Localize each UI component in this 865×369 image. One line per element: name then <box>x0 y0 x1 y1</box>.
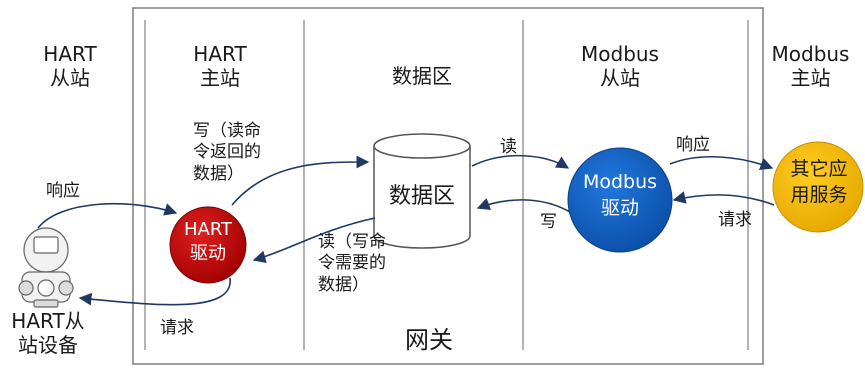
hart-driver-label-l2: 驱动 <box>190 243 226 265</box>
write-read-data-l1: 写（读命 <box>193 121 261 141</box>
modbus-driver-label-l2: 驱动 <box>600 196 639 219</box>
gateway-label: 网关 <box>405 326 453 354</box>
other-services-label: 其它应 用服务 <box>774 157 864 208</box>
header-modbus-master-l2: 主站 <box>790 66 831 90</box>
header-hart-slave-l1: HART <box>43 42 97 66</box>
modbus-read-label: 读 <box>500 137 517 157</box>
data-store-cylinder <box>373 133 471 249</box>
read-write-data-label: 读（写命 令需要的 数据） <box>318 232 386 296</box>
header-modbus-slave-l2: 从站 <box>600 66 640 90</box>
hart-write-arrow <box>231 155 370 206</box>
write-read-data-l2: 令返回的 <box>193 142 261 163</box>
modbus-respond-label: 响应 <box>676 135 710 155</box>
header-modbus-slave: Modbus 从站 <box>565 42 675 90</box>
other-services-label-l2: 用服务 <box>790 183 848 206</box>
modbus-write-arrow <box>476 198 571 213</box>
header-hart-master: HART 主站 <box>180 42 260 90</box>
modbus-write-label: 写 <box>540 212 557 232</box>
header-hart-master-l2: 主站 <box>200 66 240 90</box>
header-modbus-master-l1: Modbus <box>771 42 850 66</box>
header-hart-slave: HART 从站 <box>30 42 110 90</box>
modbus-request-label: 请求 <box>718 210 752 230</box>
read-write-data-l1: 读（写命 <box>318 232 386 252</box>
hart-driver-label: HART 驱动 <box>170 218 246 267</box>
read-write-data-l3: 数据） <box>318 274 369 295</box>
device-label-l1: HART从 <box>11 309 85 333</box>
hart-driver-label-l1: HART <box>183 219 233 240</box>
device-label: HART从 站设备 <box>2 309 94 357</box>
write-read-data-l3: 数据） <box>193 163 244 184</box>
modbus-respond-arrow <box>669 156 774 170</box>
modbus-request-arrow <box>672 191 775 206</box>
hart-request-label: 请求 <box>160 318 194 338</box>
header-data-area: 数据区 <box>392 64 452 88</box>
hart-device-icon <box>18 227 74 308</box>
other-services-node <box>772 141 864 233</box>
modbus-driver-label-l1: Modbus <box>582 171 658 193</box>
hart-respond-label: 响应 <box>46 181 80 201</box>
modbus-driver-label: Modbus 驱动 <box>570 170 670 221</box>
hart-respond-arrow <box>37 202 178 229</box>
write-read-data-label: 写（读命 令返回的 数据） <box>193 121 261 185</box>
device-label-l2: 站设备 <box>18 333 78 357</box>
hart-driver-node <box>169 206 247 284</box>
modbus-driver-node <box>567 147 673 253</box>
header-hart-master-l1: HART <box>193 42 247 66</box>
other-services-label-l1: 其它应 <box>790 158 848 180</box>
header-hart-slave-l2: 从站 <box>50 66 90 90</box>
header-modbus-master: Modbus 主站 <box>758 42 863 90</box>
data-store-label: 数据区 <box>388 184 455 209</box>
read-write-data-l2: 令需要的 <box>318 253 386 274</box>
hart-request-arrow <box>78 277 231 306</box>
modbus-read-arrow <box>471 154 570 169</box>
hart-read-arrow <box>252 217 376 264</box>
header-modbus-slave-l1: Modbus <box>581 42 659 66</box>
